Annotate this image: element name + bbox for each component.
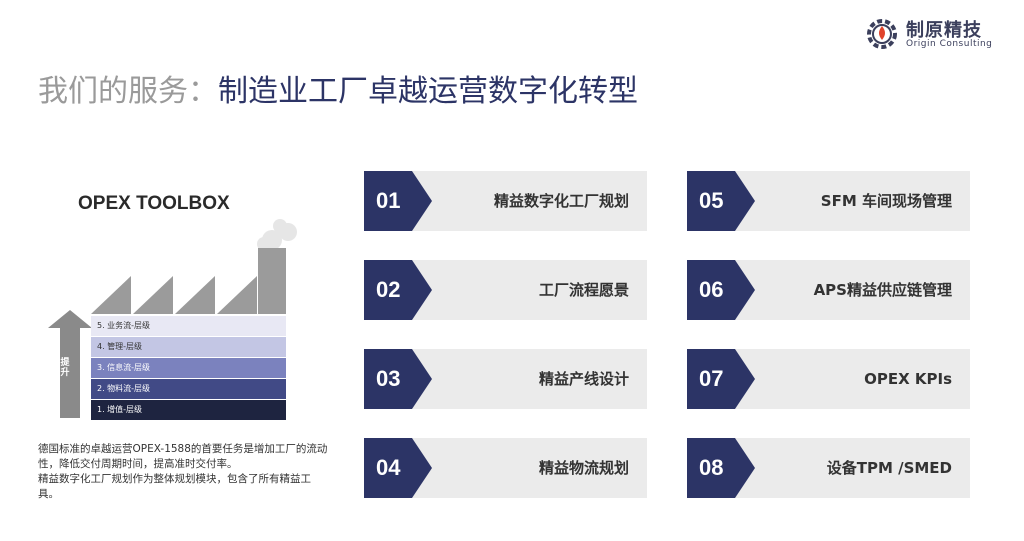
title-prefix: 我们的服务：	[38, 74, 218, 109]
service-number: 04	[376, 455, 401, 480]
service-card-02[interactable]: 02 工厂流程愿景	[364, 260, 647, 320]
company-logo: 制原精技 Origin Consulting	[864, 14, 1014, 54]
service-card-05[interactable]: 05 SFM 车间现场管理	[687, 171, 970, 231]
service-label: 精益数字化工厂规划	[493, 192, 629, 210]
gear-flame-icon	[867, 19, 897, 49]
service-number: 06	[699, 277, 724, 302]
service-number: 05	[699, 188, 724, 213]
number-badge	[687, 171, 755, 231]
service-card-08[interactable]: 08 设备TPM /SMED	[687, 438, 970, 498]
number-badge	[687, 260, 755, 320]
description-line-2: 精益数字化工厂规划作为整体规划模块，包含了所有精益工具。	[38, 473, 311, 500]
service-label: APS精益供应链管理	[813, 281, 952, 299]
logo-chinese-name: 制原精技	[906, 20, 982, 41]
service-number: 01	[376, 188, 401, 213]
service-label: 设备TPM /SMED	[826, 459, 952, 477]
page-title: 我们的服务：制造业工厂卓越运营数字化转型	[38, 66, 638, 110]
level-5: 5. 业务流-层级	[91, 316, 286, 336]
toolbox-title: OPEX TOOLBOX	[78, 193, 230, 214]
service-card-01[interactable]: 01 精益数字化工厂规划	[364, 171, 647, 231]
service-label: 工厂流程愿景	[538, 281, 629, 299]
number-badge	[364, 171, 432, 231]
factory-illustration	[48, 219, 297, 418]
service-card-07[interactable]: 07 OPEX KPIs	[687, 349, 970, 409]
service-label: 精益物流规划	[538, 459, 629, 477]
number-badge	[687, 438, 755, 498]
service-number: 07	[699, 366, 724, 391]
service-card-03[interactable]: 03 精益产线设计	[364, 349, 647, 409]
upward-arrow-icon	[48, 310, 92, 418]
level-3: 3. 信息流-层级	[91, 358, 286, 378]
arrow-label: 提升	[60, 358, 70, 378]
number-badge	[364, 260, 432, 320]
description: 德国标准的卓越运营OPEX-1588的首要任务是增加工厂的流动性，降低交付周期时…	[38, 442, 328, 502]
title-main: 制造业工厂卓越运营数字化转型	[218, 74, 638, 109]
number-badge	[364, 438, 432, 498]
service-number: 03	[376, 366, 401, 391]
logo-english-name: Origin Consulting	[906, 39, 993, 49]
service-card-04[interactable]: 04 精益物流规划	[364, 438, 647, 498]
chimney	[258, 248, 286, 314]
factory-roof	[91, 276, 257, 314]
service-number: 02	[376, 277, 401, 302]
level-1: 1. 增值-层级	[91, 400, 286, 420]
service-label: 精益产线设计	[538, 370, 629, 388]
number-badge	[687, 349, 755, 409]
description-line-1: 德国标准的卓越运营OPEX-1588的首要任务是增加工厂的流动性，降低交付周期时…	[38, 443, 328, 470]
smoke-icon	[257, 219, 297, 251]
number-badge	[364, 349, 432, 409]
service-number: 08	[699, 455, 724, 480]
service-label: SFM 车间现场管理	[820, 192, 952, 210]
level-4: 4. 管理-层级	[91, 337, 286, 357]
service-label: OPEX KPIs	[864, 370, 952, 388]
service-card-06[interactable]: 06 APS精益供应链管理	[687, 260, 970, 320]
level-2: 2. 物料流-层级	[91, 379, 286, 399]
